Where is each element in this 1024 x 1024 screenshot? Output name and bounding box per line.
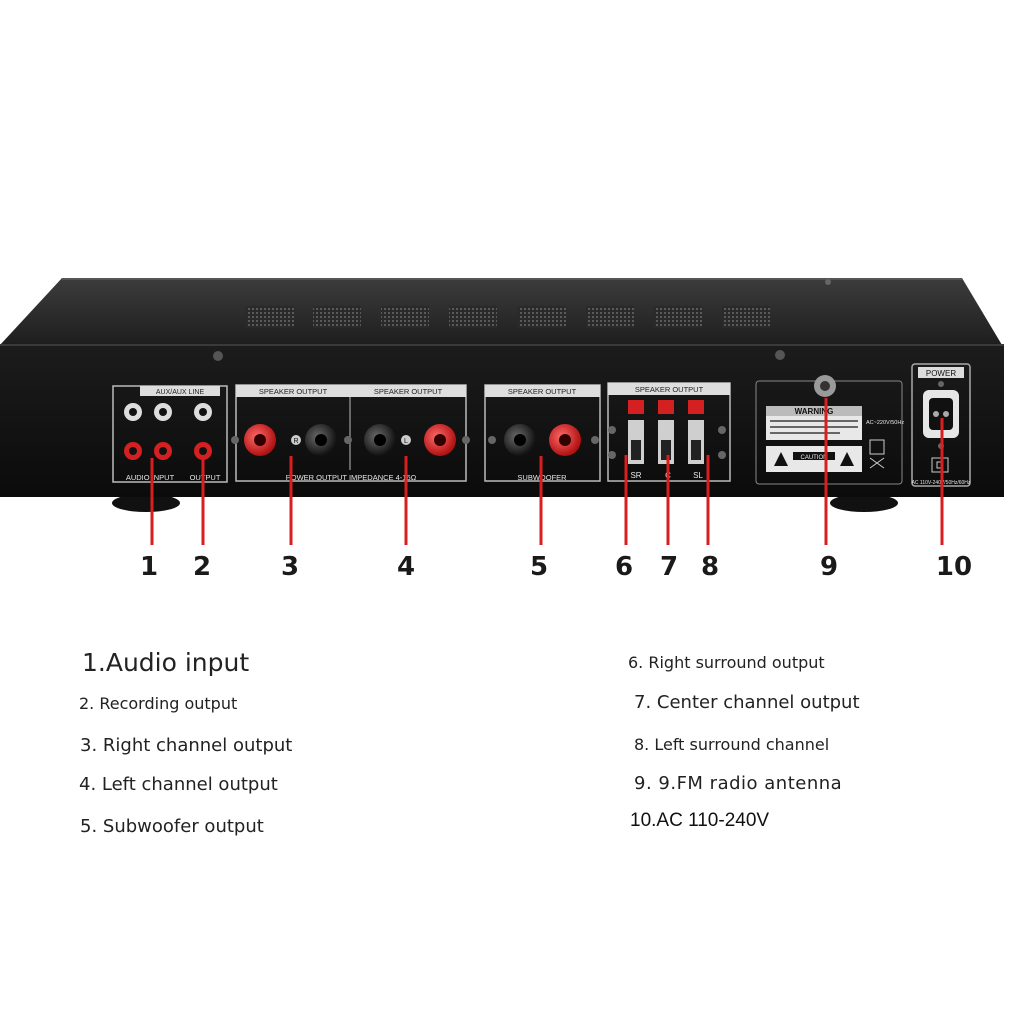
legend-item-7: 7. Center channel output: [634, 692, 860, 713]
power-label: POWER: [926, 369, 956, 378]
callout-number-9: 9: [819, 552, 839, 582]
warning-label: WARNING: [795, 407, 834, 416]
callout-number-5: 5: [529, 552, 549, 582]
vent-slots: [246, 306, 770, 328]
callout-number-7: 7: [659, 552, 679, 582]
callout-number-6: 6: [614, 552, 634, 582]
legend-item-1: 1.Audio input: [82, 648, 250, 677]
speaker-output-label-l: SPEAKER OUTPUT: [374, 387, 443, 396]
antenna-and-warning: WARNING AC~220V/50Hz CAUTION: [755, 375, 904, 485]
l-marker: L: [404, 438, 408, 445]
speaker-output-label-r: SPEAKER OUTPUT: [259, 387, 328, 396]
callout-number-8: 8: [700, 552, 720, 582]
rca-jack-block: AUX/AUX LINE AUDIO INPUT OUTPUT: [112, 385, 228, 483]
callout-number-10: 10: [935, 552, 973, 582]
speaker-output-label-surround: SPEAKER OUTPUT: [635, 385, 704, 394]
ac-rating-label: AC~220V/50Hz: [866, 420, 904, 426]
legend-item-10: 10.AC 110-240V: [630, 810, 770, 831]
legend-item-3: 3. Right channel output: [80, 735, 293, 756]
callout-lines: [150, 398, 944, 545]
callout-number-4: 4: [396, 552, 416, 582]
callout-number-3: 3: [280, 552, 300, 582]
speaker-output-label-sub: SPEAKER OUTPUT: [508, 387, 577, 396]
sr-label: SR: [630, 471, 641, 480]
legend-item-2: 2. Recording output: [79, 694, 238, 713]
sl-label: SL: [693, 471, 703, 480]
impedance-label: POWER OUTPUT IMPEDANCE 4-16Ω: [286, 473, 417, 482]
aux-line-label: AUX/AUX LINE: [156, 389, 205, 396]
audio-input-label: AUDIO INPUT: [126, 473, 175, 482]
legend-item-9: 9. 9.FM radio antenna: [634, 773, 843, 794]
chassis-top: [0, 278, 1002, 345]
main-speaker-terminals: SPEAKER OUTPUT SPEAKER OUTPUT R L POWER …: [231, 384, 470, 482]
surround-terminals: SPEAKER OUTPUT SR C SL: [607, 382, 731, 482]
legend-item-5: 5. Subwoofer output: [80, 816, 264, 837]
rubber-feet: [112, 494, 898, 512]
legend-item-8: 8. Left surround channel: [634, 735, 830, 754]
caution-label: CAUTION: [801, 455, 828, 461]
r-marker: R: [293, 438, 298, 445]
subwoofer-terminals: SPEAKER OUTPUT SUBWOOFER: [484, 384, 601, 482]
output-label: OUTPUT: [190, 473, 221, 482]
legend-item-4: 4. Left channel output: [79, 774, 278, 795]
callout-number-2: 2: [192, 552, 212, 582]
callout-number-1: 1: [139, 552, 159, 582]
legend-item-6: 6. Right surround output: [628, 653, 825, 672]
